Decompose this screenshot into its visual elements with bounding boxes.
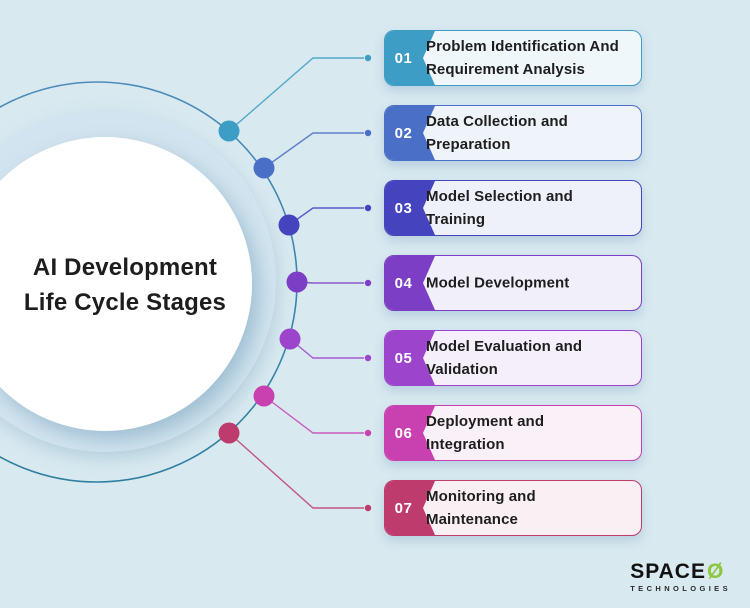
stage-card-label-line: Preparation bbox=[426, 136, 511, 153]
stage-number-badge-01: 01 bbox=[385, 31, 435, 85]
stage-dot-04 bbox=[286, 271, 308, 293]
stage-card-label-line: Problem Identification And bbox=[426, 38, 619, 55]
stage-card-label-04: Model Development bbox=[426, 272, 635, 295]
connector-line-06 bbox=[263, 395, 364, 434]
stage-dot-05 bbox=[279, 328, 301, 350]
connector-endpoint-dot-05 bbox=[364, 354, 372, 362]
connector-line-05 bbox=[289, 338, 364, 359]
connector-line-03 bbox=[288, 207, 364, 226]
stage-card-label-line: Model Development bbox=[426, 274, 570, 292]
connector-line-02 bbox=[263, 132, 364, 169]
stage-dot-03 bbox=[278, 214, 300, 236]
title-circle bbox=[0, 137, 252, 431]
spaceo-logo-wordmark: SPACE Ø bbox=[630, 561, 731, 582]
connector-endpoint-dot-06 bbox=[364, 429, 372, 437]
connector-endpoint-dot-02 bbox=[364, 129, 372, 137]
page-title-line2: Life Cycle Stages bbox=[23, 289, 227, 316]
connector-endpoint-dot-01 bbox=[364, 54, 372, 62]
stage-card-label-line: Model Evaluation and bbox=[426, 338, 583, 355]
connector-line-01 bbox=[228, 57, 364, 132]
stage-card-label-line: Maintenance bbox=[426, 511, 518, 528]
stage-dot-02 bbox=[253, 157, 275, 179]
stage-card-label-line: Monitoring and bbox=[426, 488, 536, 505]
stage-card-label-line: Requirement Analysis bbox=[426, 61, 585, 78]
connector-line-07 bbox=[228, 432, 364, 509]
page-title: AI Development Life Cycle Stages bbox=[6, 250, 244, 320]
logo-brand-text: SPACE bbox=[630, 559, 706, 583]
stage-card-label-line: Training bbox=[426, 211, 486, 228]
connector-layer bbox=[218, 54, 372, 512]
stage-card-label-line: Validation bbox=[426, 361, 498, 378]
page-title-line1: AI Development bbox=[32, 254, 218, 281]
stage-dot-06 bbox=[253, 385, 275, 407]
logo-tagline-text: TECHNOLOGIES bbox=[630, 583, 731, 593]
connector-endpoint-dot-04 bbox=[364, 279, 372, 287]
spaceo-logo: SPACE Ø TECHNOLOGIES bbox=[630, 561, 731, 593]
connector-endpoint-dot-03 bbox=[364, 204, 372, 212]
connector-endpoint-dot-07 bbox=[364, 504, 372, 512]
stage-card-label-line: Integration bbox=[426, 436, 505, 453]
stage-dot-01 bbox=[218, 120, 240, 142]
stage-dot-07 bbox=[218, 422, 240, 444]
stage-card-label-line: Data Collection and bbox=[426, 113, 568, 130]
stage-card-label-line: Deployment and bbox=[426, 413, 545, 430]
stage-card-label-line: Model Selection and bbox=[426, 188, 573, 205]
logo-o-slash-icon: Ø bbox=[706, 559, 724, 583]
